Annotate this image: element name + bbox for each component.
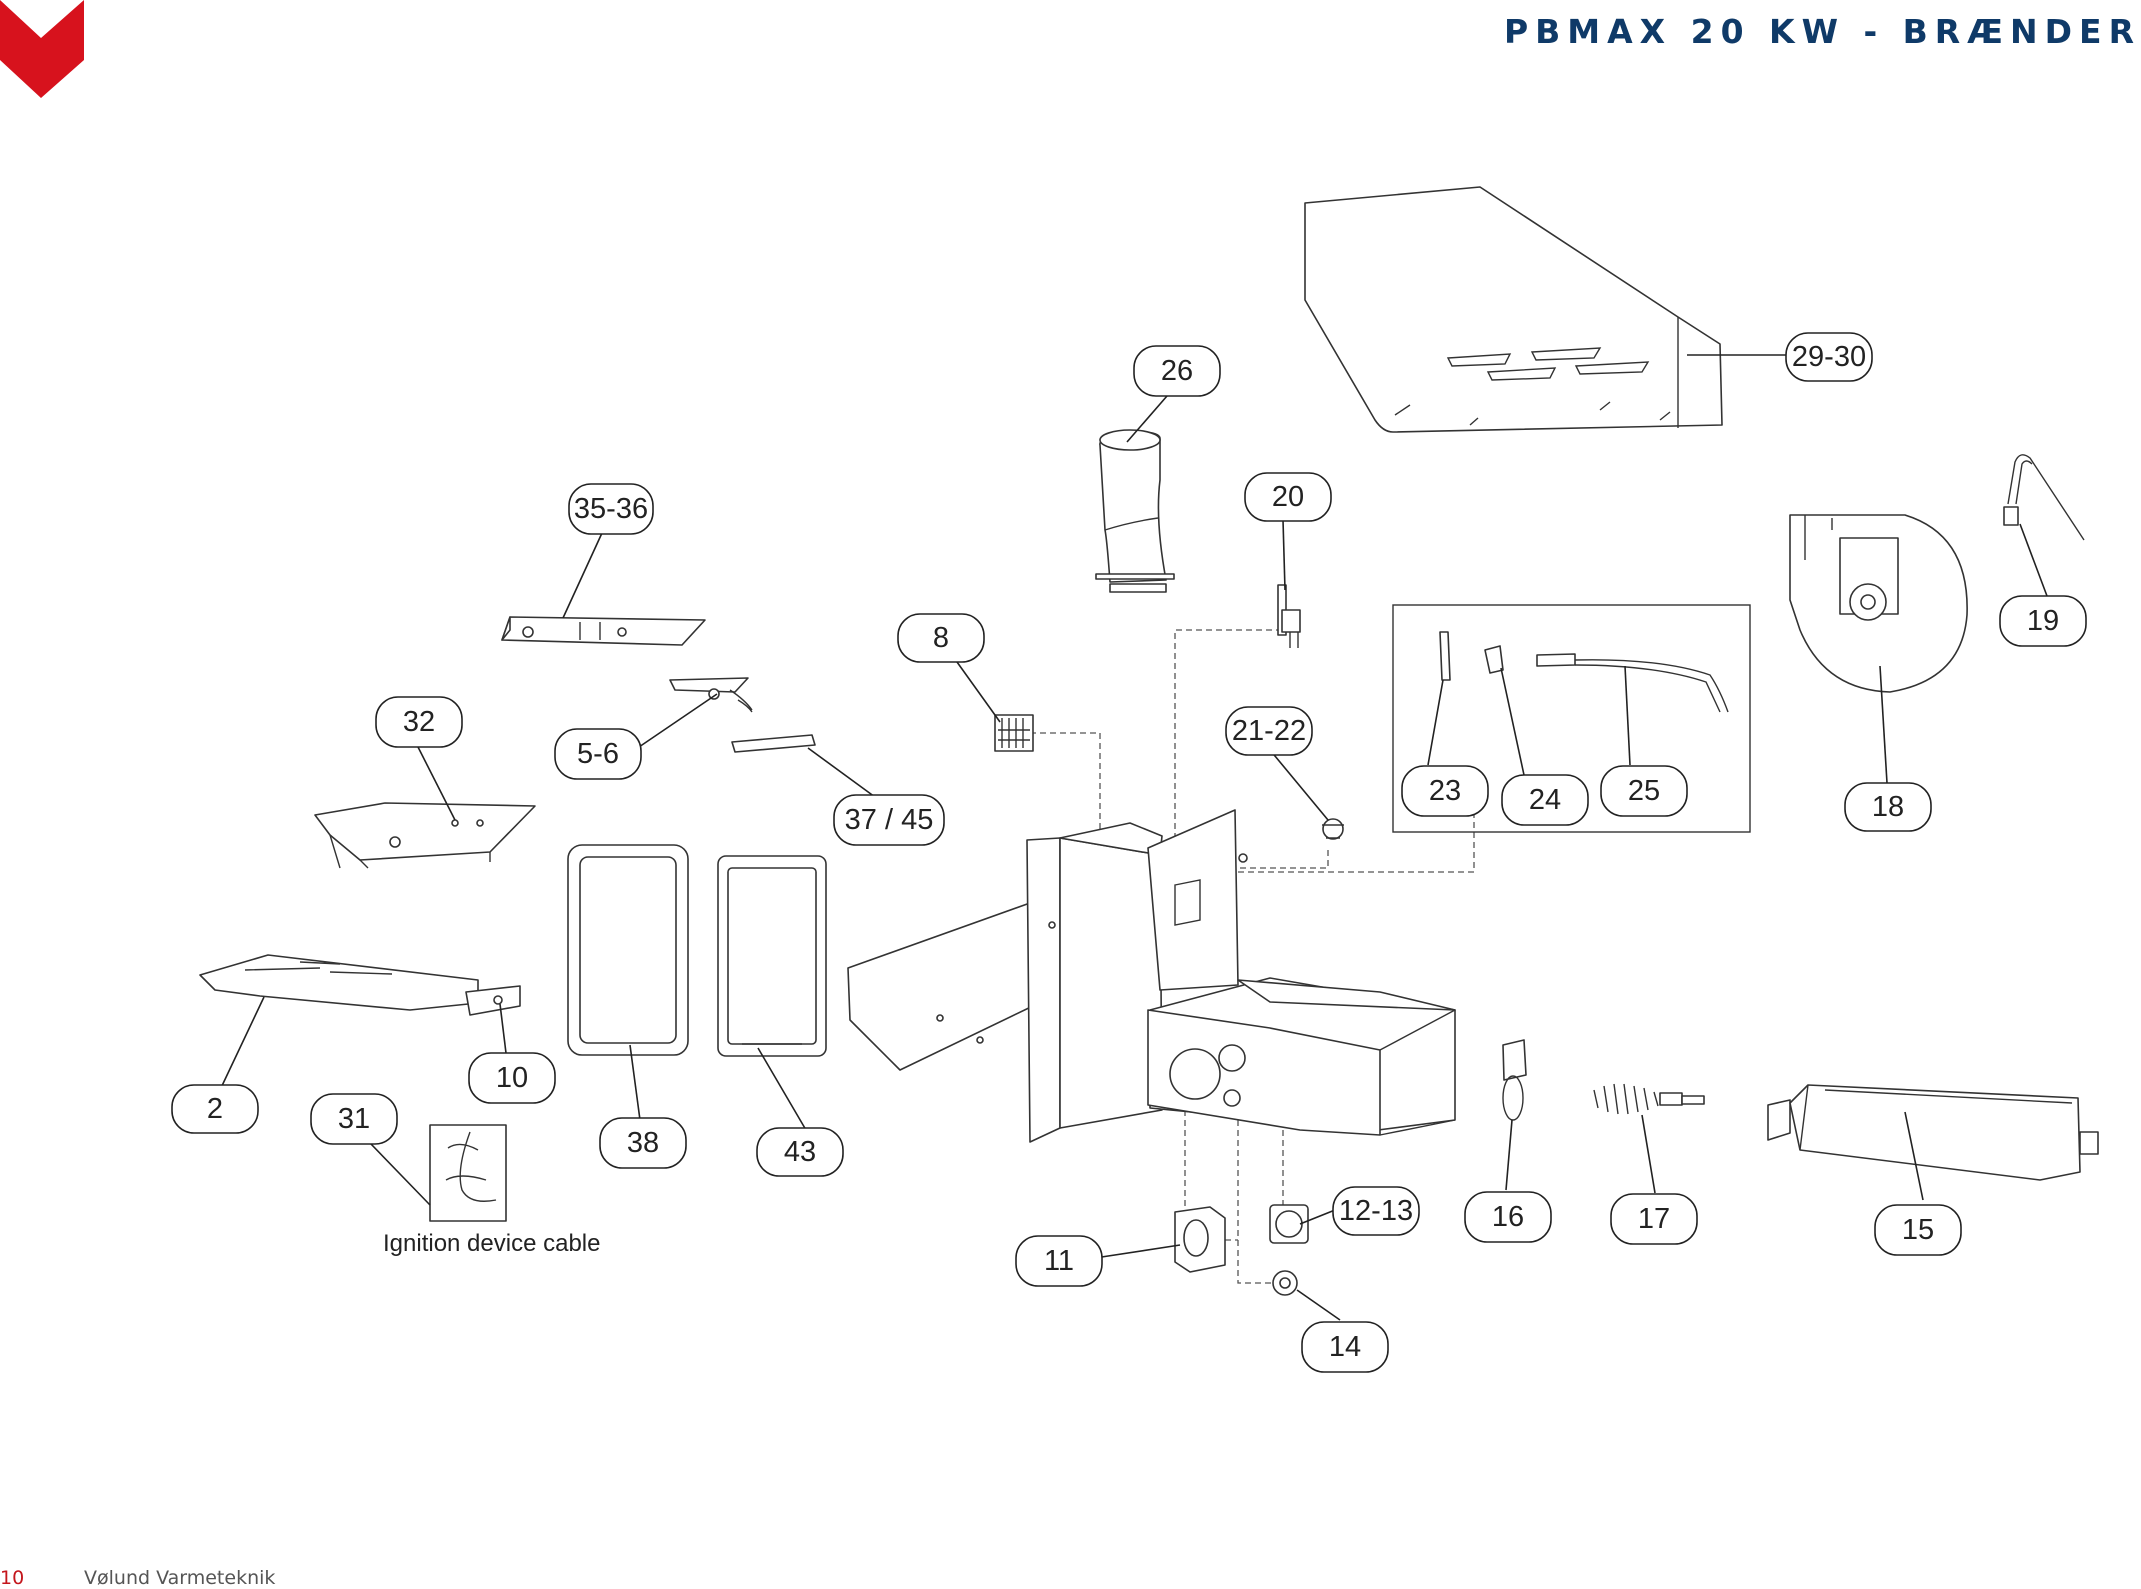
ignition-caption: Ignition device cable — [383, 1230, 600, 1257]
callout-11-label: 11 — [1044, 1245, 1074, 1277]
callout-18: 18 — [1844, 782, 1932, 832]
callout-43: 43 — [756, 1127, 844, 1177]
callout-32: 32 — [375, 696, 463, 748]
callout-18-label: 18 — [1872, 791, 1904, 823]
callout-12-13-label: 12-13 — [1339, 1195, 1413, 1227]
part-12-13-connector — [1269, 1204, 1309, 1244]
callout-14: 14 — [1301, 1321, 1389, 1373]
callout-35-36-label: 35-36 — [574, 493, 648, 525]
callout-10: 10 — [468, 1052, 556, 1104]
callout-23: 23 — [1401, 765, 1489, 817]
callout-2: 2 — [171, 1084, 259, 1134]
callout-14-label: 14 — [1329, 1331, 1361, 1363]
callout-20: 20 — [1244, 472, 1332, 522]
part-43-door — [717, 855, 827, 1057]
callout-38-label: 38 — [627, 1127, 659, 1159]
callout-20-label: 20 — [1272, 481, 1304, 513]
callout-31: 31 — [310, 1093, 398, 1145]
part-5-6-bracket — [669, 677, 753, 713]
callout-29-30: 29-30 — [1785, 332, 1873, 382]
part-2-bottom-plate — [199, 954, 479, 1011]
part-8-grate — [994, 714, 1034, 752]
callout-21-22-label: 21-22 — [1232, 715, 1306, 747]
part-18-fan — [1789, 514, 1968, 693]
callout-15: 15 — [1874, 1204, 1962, 1256]
leader-lines — [219, 354, 2048, 1321]
callout-26-label: 26 — [1161, 355, 1193, 387]
callout-16-label: 16 — [1492, 1201, 1524, 1233]
callout-25: 25 — [1600, 765, 1688, 817]
part-10-bracket — [465, 985, 521, 1016]
callout-8-label: 8 — [933, 622, 949, 654]
part-31-ignition-cable — [429, 1124, 507, 1222]
callout-31-label: 31 — [338, 1103, 370, 1135]
callout-24: 24 — [1501, 774, 1589, 826]
callout-19: 19 — [1999, 595, 2087, 647]
callout-37-45: 37 / 45 — [833, 794, 945, 846]
callout-37-45-label: 37 / 45 — [845, 804, 934, 836]
callout-11: 11 — [1015, 1235, 1103, 1287]
callout-25-label: 25 — [1628, 775, 1660, 807]
callout-32-label: 32 — [403, 706, 435, 738]
callout-15-label: 15 — [1902, 1214, 1934, 1246]
part-20-switch — [1277, 584, 1301, 648]
part-16-bracket — [1502, 1039, 1527, 1121]
callout-23-label: 23 — [1429, 775, 1461, 807]
callout-26: 26 — [1133, 345, 1221, 397]
part-17-spring-rod — [1593, 1083, 1705, 1115]
part-19-igniter — [2003, 454, 2085, 541]
part-11-socket — [1174, 1206, 1226, 1273]
sensor-parts-box — [1392, 604, 1751, 833]
callout-8: 8 — [897, 613, 985, 663]
callout-21-22: 21-22 — [1225, 706, 1313, 756]
callout-5-6-label: 5-6 — [577, 738, 619, 770]
part-26-flue-pipe — [1095, 429, 1175, 593]
part-35-36-plate — [501, 616, 706, 646]
page-title: PBMAX 20 KW - BRÆNDER — [1503, 12, 2141, 51]
callout-38: 38 — [599, 1117, 687, 1169]
part-15-motor — [1767, 1084, 2099, 1181]
burner-housing — [847, 809, 1456, 1143]
callout-17-label: 17 — [1638, 1203, 1670, 1235]
footer-brand: Vølund Varmeteknik — [84, 1567, 276, 1589]
callout-5-6: 5-6 — [554, 728, 642, 780]
page-footer: 10 Vølund Varmeteknik — [0, 1567, 275, 1589]
callout-19-label: 19 — [2027, 605, 2059, 637]
part-32-tray — [314, 802, 536, 869]
part-21-22-sensor — [1322, 818, 1344, 840]
part-14-nut — [1272, 1270, 1298, 1296]
logo-shape — [0, 0, 84, 98]
callout-29-30-label: 29-30 — [1792, 341, 1866, 373]
callout-12-13: 12-13 — [1332, 1186, 1420, 1236]
part-38-gasket — [567, 844, 689, 1056]
callout-24-label: 24 — [1529, 784, 1561, 816]
brand-logo — [0, 0, 84, 98]
callout-2-label: 2 — [207, 1093, 223, 1125]
callout-35-36: 35-36 — [568, 483, 654, 535]
callout-17: 17 — [1610, 1193, 1698, 1245]
callout-43-label: 43 — [784, 1136, 816, 1168]
part-29-30-top-cover — [1304, 186, 1723, 433]
callout-10-label: 10 — [496, 1062, 528, 1094]
page-number: 10 — [0, 1567, 25, 1589]
part-37-45-plate — [731, 734, 816, 753]
callout-16: 16 — [1464, 1191, 1552, 1243]
